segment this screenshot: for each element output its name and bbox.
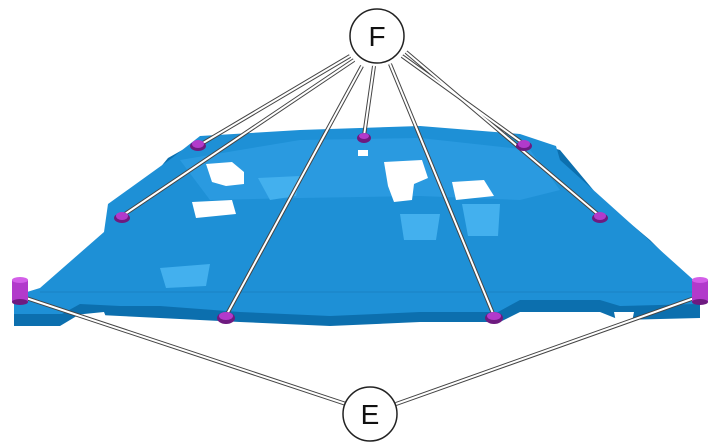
callout-f-circle: [349, 8, 405, 64]
fastener-back-right: [516, 140, 532, 151]
callout-e-label: E: [361, 399, 380, 430]
bracket-right: [462, 204, 500, 236]
bracket-left: [258, 176, 300, 200]
leader-lines-e: [19, 294, 701, 406]
skid-plate: [14, 126, 700, 326]
fastener-front-right: [485, 312, 503, 324]
cutout-mid-left: [192, 200, 236, 218]
fastener-mid-right: [592, 212, 608, 223]
spacer-left: [12, 277, 28, 305]
fastener-back-center: [357, 133, 371, 143]
cutout-far-right: [452, 180, 494, 200]
leader-lines-f: [120, 50, 602, 317]
callout-e: E: [342, 386, 398, 442]
fastener-mid-left: [114, 212, 130, 223]
bracket-front-left: [160, 264, 210, 288]
fasteners: [114, 133, 608, 324]
callout-e-circle: [342, 386, 398, 442]
cutout-small-top: [358, 150, 368, 156]
callout-f: F: [349, 8, 405, 64]
cutout-upper-left: [206, 162, 244, 186]
bracket-center: [400, 214, 440, 240]
cutout-right: [384, 160, 428, 202]
spacers: [12, 277, 708, 305]
spacer-right: [692, 277, 708, 305]
fastener-front-left: [217, 312, 235, 324]
fastener-back-left: [190, 140, 206, 151]
callout-f-label: F: [368, 21, 385, 52]
